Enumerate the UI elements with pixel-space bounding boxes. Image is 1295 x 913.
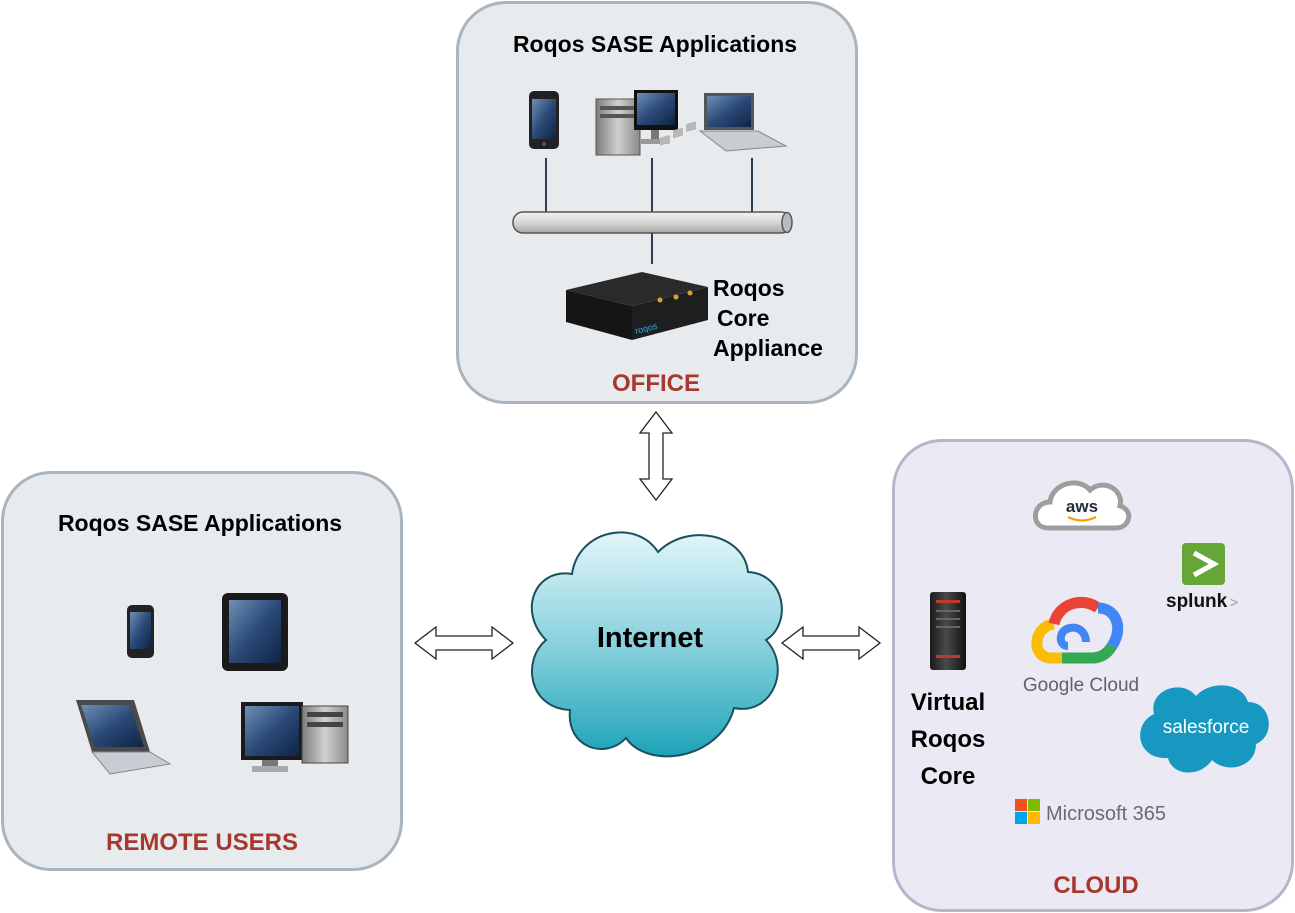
google-cloud-logo-text: Google Cloud — [1023, 675, 1139, 696]
aws-logo-text: aws — [1066, 497, 1098, 516]
cloud-zone-label: CLOUD — [1053, 872, 1139, 899]
appliance-label-line-3: Appliance — [713, 335, 823, 361]
office-panel — [456, 1, 858, 404]
remote-internet-arrow — [413, 625, 515, 661]
remote-phone-icon — [127, 605, 154, 658]
salesforce-logo-icon: salesforce — [1140, 685, 1269, 773]
salesforce-logo-text: salesforce — [1163, 717, 1250, 738]
remote-users-panel — [1, 471, 403, 871]
office-zone-label: OFFICE — [612, 370, 700, 397]
virtual-core-label-line-3: Core — [920, 763, 976, 790]
aws-logo-icon: aws — [1033, 480, 1132, 531]
virtual-roqos-core-server-icon — [930, 592, 966, 670]
remote-desktop-icon — [241, 702, 349, 772]
office-laptop-icon — [698, 93, 788, 152]
appliance-label: Roqos Core Appliance — [713, 273, 823, 363]
appliance-label-line-2: Core — [717, 305, 770, 331]
google-cloud-logo-icon: Google Cloud — [1023, 596, 1139, 696]
remote-title: Roqos SASE Applications — [57, 510, 343, 536]
internet-label: Internet — [596, 622, 704, 654]
cloud-internet-arrow — [780, 625, 882, 661]
splunk-logo-text: splunk — [1166, 591, 1228, 612]
internet-cloud-icon — [530, 531, 783, 758]
appliance-label-line-1: Roqos — [713, 275, 785, 301]
office-title: Roqos SASE Applications — [512, 31, 798, 57]
splunk-logo-icon: splunk > — [1166, 543, 1238, 612]
virtual-core-label: Virtual Roqos Core — [911, 684, 986, 795]
remote-tablet-icon — [222, 593, 288, 671]
splunk-logo-suffix: > — [1230, 594, 1238, 610]
microsoft-365-logo-icon: Microsoft 365 — [1015, 799, 1166, 825]
remote-laptop-icon — [76, 700, 172, 775]
office-desktop-icon — [595, 90, 678, 156]
roqos-core-appliance-icon: roqos — [566, 121, 708, 340]
remote-zone-label: REMOTE USERS — [105, 829, 299, 856]
microsoft-365-logo-text: Microsoft 365 — [1046, 803, 1166, 825]
virtual-core-label-line-2: Roqos — [910, 726, 986, 753]
virtual-core-label-line-1: Virtual — [910, 689, 986, 716]
office-internet-arrow — [638, 410, 674, 502]
office-lan-pipe — [512, 211, 793, 234]
office-phone-icon — [529, 91, 559, 149]
